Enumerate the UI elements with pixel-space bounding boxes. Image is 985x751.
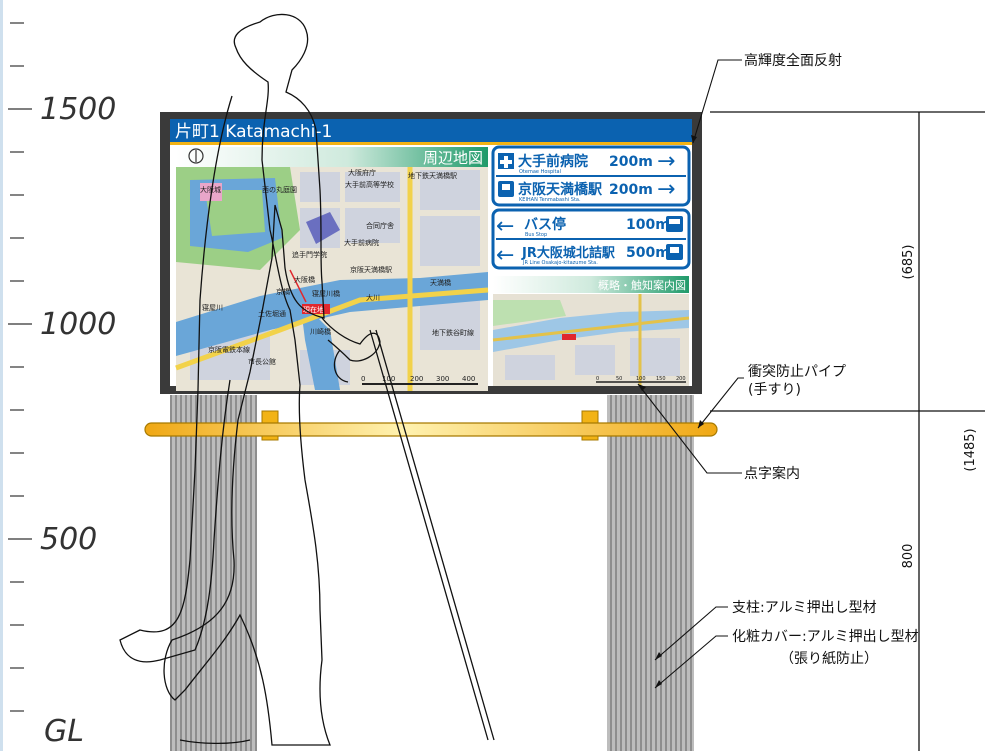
north-arrow-icon — [188, 148, 204, 164]
direction-name: JR大阪城北詰駅 — [521, 245, 616, 261]
tactile-scale-tick: 50 — [616, 376, 622, 382]
pillars — [170, 395, 694, 751]
map-label: 市長公館 — [248, 357, 276, 366]
walking-person-figure — [119, 13, 495, 746]
tactile-scale-tick: 100 — [636, 376, 646, 382]
direction-distance: 200m — [609, 182, 653, 198]
tactile-current-location — [562, 334, 576, 340]
dimension-685: (685) — [901, 245, 916, 280]
map-label: 地下鉄谷町線 — [432, 328, 474, 337]
left-pillar — [170, 395, 257, 751]
scale-label-gl: GL — [44, 714, 84, 749]
current-location-label: 現在地 — [303, 305, 324, 314]
map-label: 西の丸庭園 — [262, 185, 297, 194]
direction-sub: Otemae Hospital — [519, 169, 561, 175]
map-label: 地下鉄天満橋駅 — [408, 171, 457, 180]
map-scale-tick: 200 — [410, 375, 423, 383]
direction-distance: 500m — [626, 245, 670, 261]
neighborhood-map: 周辺地図 大阪城 西の丸庭園 — [175, 147, 489, 391]
sign-panel: 片町1 Katamachi-1 周辺地図 — [160, 112, 702, 394]
map-label: 天満橋 — [430, 278, 451, 287]
map-label: 大阪府庁 — [348, 168, 376, 177]
annotation-pipe-note: (手すり) — [748, 382, 801, 398]
map-header-label: 周辺地図 — [423, 149, 483, 167]
sign-title: 片町1 Katamachi-1 — [175, 122, 332, 142]
map-label: 大手前病院 — [344, 238, 379, 247]
tactile-map: 概略・触知案内図 0 50 100 150 200 — [492, 276, 690, 386]
map-label: 追手門学院 — [292, 250, 327, 259]
map-scale-tick: 100 — [382, 375, 395, 383]
annotation-pillar: 支柱:アルミ押出し型材 — [732, 600, 877, 616]
map-label: 寝屋川 — [202, 303, 223, 312]
map-scale-tick: 300 — [436, 375, 449, 383]
annotation-leaders — [637, 59, 744, 689]
map-label: 京阪天満橋駅 — [350, 265, 392, 274]
scale-label-1000: 1000 — [40, 307, 116, 342]
direction-box-top: 大手前病院 Otemae Hospital 200m → 京阪天満橋駅 KEIH… — [491, 145, 691, 207]
scale-label-500: 500 — [40, 522, 97, 557]
direction-sub: Bus Stop — [525, 232, 547, 238]
map-label: 大川 — [366, 293, 380, 302]
map-header-bar — [176, 147, 488, 167]
annotation-pipe: 衝突防止パイプ — [748, 364, 846, 380]
scale-label-1500: 1500 — [40, 92, 116, 127]
tactile-scale-tick: 150 — [656, 376, 666, 382]
direction-sub: JR Line Osakajo-kitazume Sta. — [522, 260, 598, 266]
map-scale-tick: 0 — [361, 375, 365, 383]
dimension-800: 800 — [901, 544, 916, 569]
right-pillar — [607, 395, 694, 751]
tactile-header-bar — [493, 276, 689, 293]
annotation-braille: 点字案内 — [744, 465, 800, 482]
map-label: 土佐堀通 — [258, 309, 286, 318]
annotation-cover-note: （張り紙防止） — [780, 651, 878, 667]
annotation-cover: 化粧カバー:アルミ押出し型材 — [732, 629, 919, 645]
pipe-rail — [144, 422, 718, 437]
right-arrow-icon: → — [657, 149, 675, 174]
hospital-building — [306, 212, 340, 244]
direction-name: バス停 — [524, 216, 566, 233]
map-label: 大阪城 — [200, 185, 221, 194]
direction-distance: 100m — [626, 217, 670, 233]
map-label: 寝屋川橋 — [312, 289, 340, 298]
current-location-marker — [302, 304, 330, 314]
map-label: 京阪電鉄本線 — [208, 345, 250, 354]
dimension-lines — [710, 111, 985, 751]
direction-sub: KEIHAN Tenmabashi Sta. — [519, 197, 581, 203]
sign-title-bar — [170, 119, 692, 142]
direction-name: 京阪天満橋駅 — [518, 181, 603, 198]
title-underline — [170, 142, 692, 145]
main-road — [175, 287, 489, 371]
direction-name: 大手前病院 — [518, 153, 588, 170]
collision-guard-pipe — [144, 410, 718, 441]
direction-distance: 200m — [609, 154, 653, 170]
tactile-scale-tick: 0 — [596, 376, 599, 382]
tactile-scale-tick: 200 — [676, 376, 686, 382]
tactile-header-label: 概略・触知案内図 — [598, 278, 686, 292]
map-label: 大阪橋 — [294, 275, 315, 284]
dimension-1485: (1485) — [963, 428, 978, 471]
scale-edge — [0, 0, 3, 751]
annotation-reflective: 高輝度全面反射 — [744, 52, 842, 69]
height-scale: 1500 1000 500 GL — [0, 0, 116, 751]
map-label: 川崎橋 — [310, 327, 331, 336]
right-arrow-icon: → — [657, 177, 675, 202]
left-arrow-icon: ← — [496, 214, 514, 239]
direction-box-bottom: ← バス停 Bus Stop 100m ← JR大阪城北詰駅 JR Line O… — [491, 208, 691, 270]
map-label: 大手前高等学校 — [345, 180, 394, 189]
left-arrow-icon: ← — [496, 243, 514, 268]
map-label: 合同庁舎 — [366, 221, 394, 230]
map-scale-tick: 400 — [462, 375, 475, 383]
